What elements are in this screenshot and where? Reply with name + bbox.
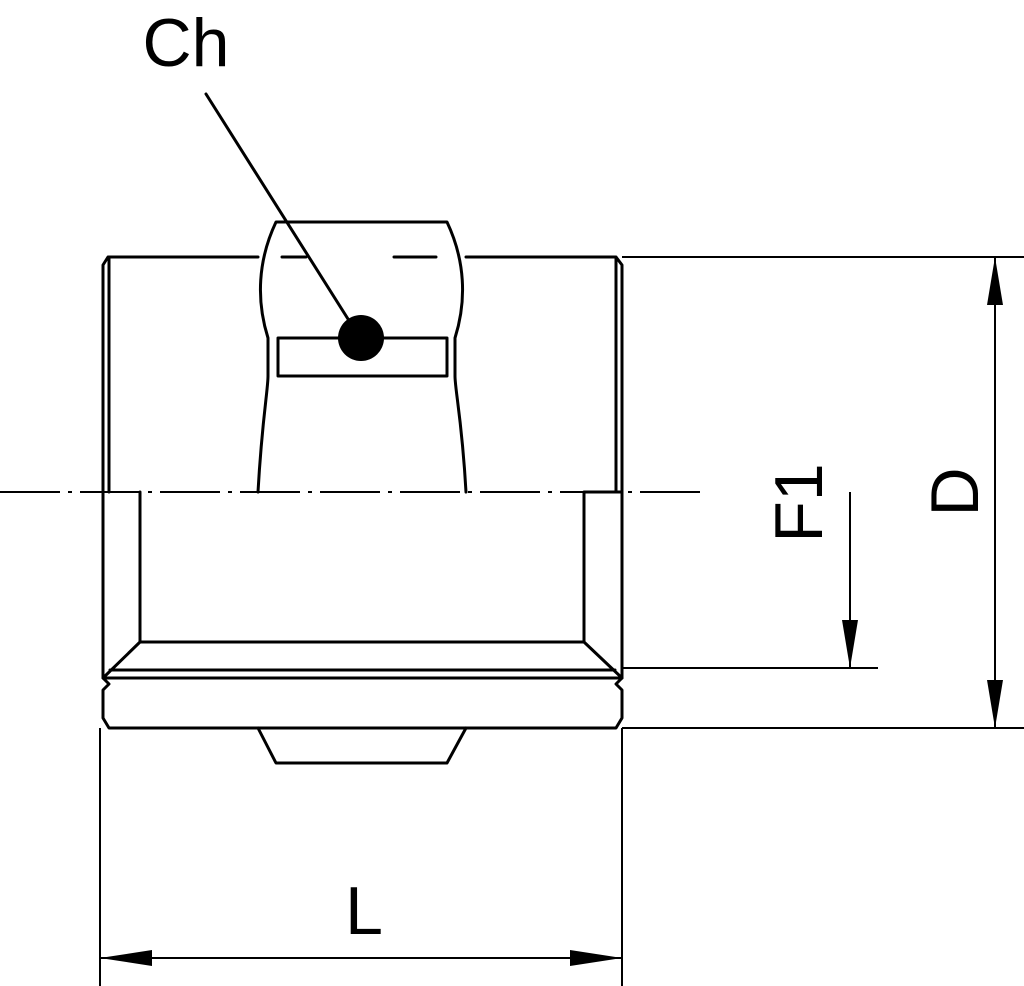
inner-chamfer (101, 640, 624, 680)
bottom-hex-flat (256, 726, 468, 765)
callout-label-ch: Ch (143, 5, 230, 81)
left-threaded-end (101, 255, 260, 494)
arrow-head-down (842, 620, 858, 668)
arrow-head-left (100, 950, 152, 966)
dimension-label-d: D (917, 467, 993, 516)
dimension-label-l: L (345, 873, 383, 949)
leader-dot (338, 315, 384, 361)
dimension-d: D (622, 256, 1024, 729)
section-outer-outline (101, 490, 624, 730)
hex-body (256, 220, 468, 494)
dimension-f1: F1 (622, 463, 878, 669)
leader-ch: Ch (143, 5, 384, 361)
arrow-head-down (987, 680, 1003, 728)
inner-bore (138, 490, 624, 644)
arrow-head-right (570, 950, 622, 966)
arrow-head-up (987, 257, 1003, 305)
lower-section-view (101, 490, 624, 765)
dimension-l: L (99, 728, 623, 986)
right-threaded-end (464, 255, 624, 494)
dimension-label-f1: F1 (761, 463, 837, 542)
